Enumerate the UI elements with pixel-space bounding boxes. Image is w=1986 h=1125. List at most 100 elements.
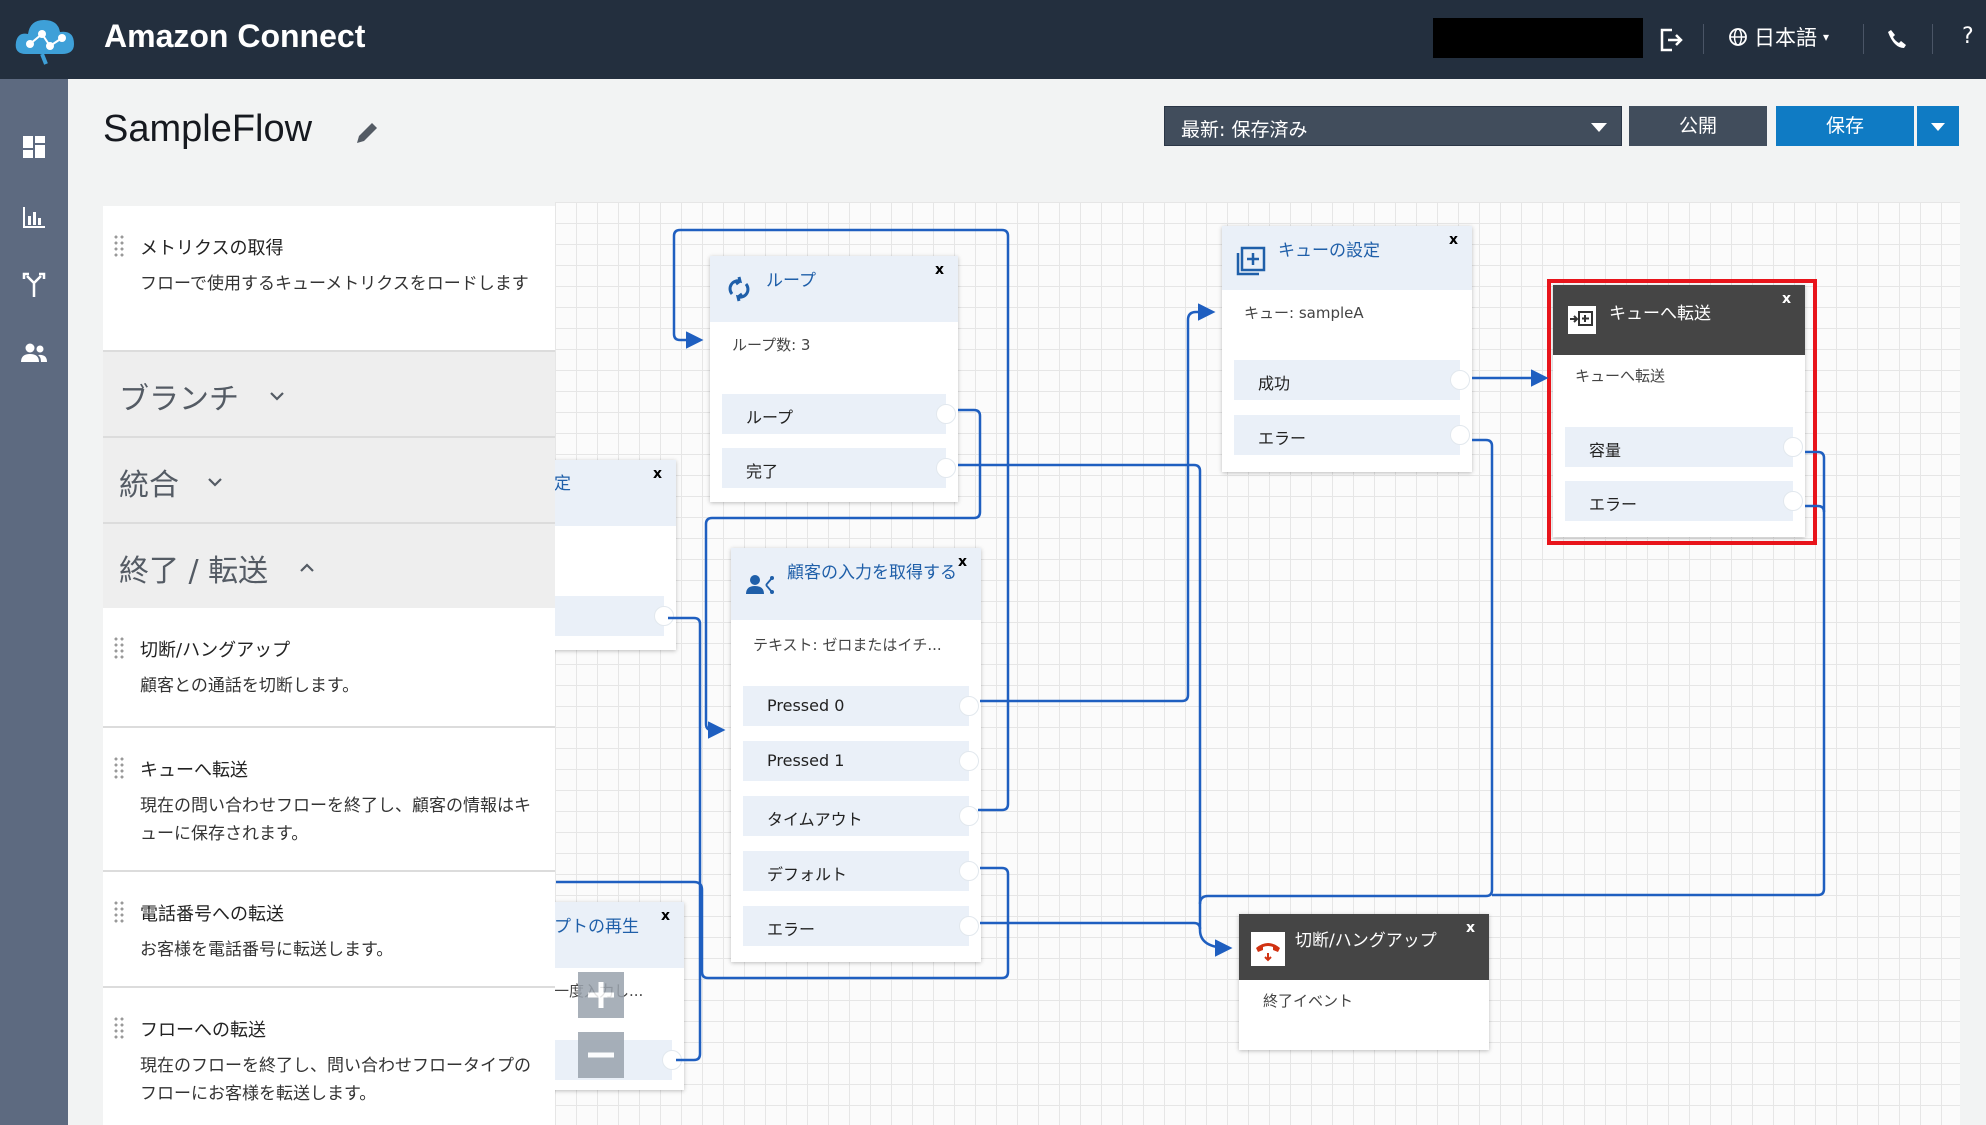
port-label: Pressed 1 <box>767 751 845 770</box>
block-item-transfer-phone[interactable]: 電話番号への転送 お客様を電話番号に転送します。 <box>103 872 555 986</box>
port-label: エラー <box>767 920 816 939</box>
block-item-name: 電話番号への転送 <box>140 904 284 925</box>
highlight-box <box>1547 279 1817 545</box>
phone-icon[interactable] <box>1886 28 1908 50</box>
block-title: ループ <box>766 271 816 291</box>
top-bar: Amazon Connect 日本語 ▾ ? <box>0 0 1986 79</box>
block-header: ループ x <box>710 256 958 322</box>
chevron-up-icon <box>300 563 314 572</box>
block-header: キューの設定 x <box>1222 226 1472 290</box>
port-connector[interactable] <box>936 458 956 478</box>
close-icon[interactable]: x <box>652 466 662 482</box>
caret-down-icon <box>1591 123 1607 132</box>
drag-handle-icon[interactable] <box>113 756 125 780</box>
port-complete: 完了 <box>722 448 956 488</box>
divider <box>103 986 555 988</box>
pencil-edit-icon[interactable] <box>352 118 382 148</box>
block-header: 顧客の入力を取得する x <box>731 548 981 620</box>
block-item-transfer-to-queue[interactable]: キューへ転送 現在の問い合わせフローを終了し、顧客の情報はキューに保存されます。 <box>103 728 555 870</box>
port-default: デフォルト <box>743 851 979 891</box>
port-connector[interactable] <box>959 916 979 936</box>
block-loop[interactable]: ループ x ループ数: 3 ループ 完了 <box>710 256 958 502</box>
block-subtitle: キューへ転送 <box>1575 367 1666 385</box>
drag-handle-icon[interactable] <box>113 636 125 660</box>
sign-out-icon[interactable] <box>1658 27 1684 53</box>
drag-handle-icon[interactable] <box>113 1016 125 1040</box>
metrics-chart-icon[interactable] <box>18 201 50 233</box>
caret-down-icon <box>1931 123 1945 131</box>
separator <box>1703 24 1704 54</box>
port-pressed-1: Pressed 1 <box>743 741 979 781</box>
category-integrate[interactable]: 統合 <box>103 438 555 522</box>
drag-handle-icon[interactable] <box>113 234 125 258</box>
port-connector[interactable] <box>959 806 979 826</box>
zoom-in-button[interactable] <box>578 972 624 1018</box>
port-error: エラー <box>1234 415 1470 455</box>
divider <box>103 350 555 352</box>
port-connector[interactable] <box>654 606 674 626</box>
category-terminate-transfer[interactable]: 終了 / 転送 <box>103 524 555 608</box>
block-subtitle: 終了イベント <box>1263 992 1354 1010</box>
port-connector[interactable] <box>959 696 979 716</box>
block-title: 定 <box>554 474 571 494</box>
category-label: ブランチ <box>119 382 239 417</box>
users-icon[interactable] <box>18 337 50 369</box>
port-connector[interactable] <box>936 404 956 424</box>
separator <box>1863 24 1864 54</box>
help-icon[interactable]: ? <box>1962 24 1974 49</box>
block-item-desc: フローで使用するキューメトリクスをロードします <box>140 274 529 294</box>
save-dropdown-button[interactable] <box>1917 106 1959 146</box>
category-branch[interactable]: ブランチ <box>103 352 555 436</box>
block-item-disconnect[interactable]: 切断/ハングアップ 顧客との通話を切断します。 <box>103 608 555 732</box>
block-subtitle: ループ数: 3 <box>732 336 811 354</box>
block-item-get-metrics[interactable]: メトリクスの取得 フローで使用するキューメトリクスをロードします <box>103 206 555 352</box>
block-header: 切断/ハングアップ x <box>1239 914 1489 980</box>
block-set-queue[interactable]: キューの設定 x キュー: sampleA 成功 エラー <box>1222 226 1472 472</box>
zoom-out-button[interactable] <box>578 1032 624 1078</box>
block-get-customer-input[interactable]: 顧客の入力を取得する x テキスト: ゼロまたはイチ... Pressed 0 … <box>731 548 981 962</box>
block-item-transfer-flow[interactable]: フローへの転送 現在のフローを終了し、問い合わせフロータイプのフローにお客様を転… <box>103 988 555 1125</box>
port-label: 成功 <box>1258 374 1291 393</box>
left-nav <box>0 79 68 1125</box>
port-connector[interactable] <box>959 751 979 771</box>
block-item-desc: 現在のフローを終了し、問い合わせフロータイプのフローにお客様を転送します。 <box>140 1056 531 1104</box>
close-icon[interactable]: x <box>660 908 670 924</box>
block-item-desc: 現在の問い合わせフローを終了し、顧客の情報はキューに保存されます。 <box>140 796 531 844</box>
close-icon[interactable]: x <box>1448 232 1458 248</box>
routing-icon[interactable] <box>18 269 50 301</box>
port-connector[interactable] <box>959 861 979 881</box>
block-disconnect[interactable]: 切断/ハングアップ x 終了イベント <box>1239 914 1489 1050</box>
port-loop: ループ <box>722 394 956 434</box>
transfer-queue-icon <box>1568 306 1596 334</box>
close-icon[interactable]: x <box>934 262 944 278</box>
port-success: 成功 <box>1234 360 1470 400</box>
save-button[interactable]: 保存 <box>1776 106 1914 146</box>
customer-input-icon <box>746 575 774 594</box>
port-connector[interactable] <box>662 1050 682 1070</box>
port-connector[interactable] <box>1450 425 1470 445</box>
port-connector[interactable] <box>1450 370 1470 390</box>
close-icon[interactable]: x <box>1781 291 1791 307</box>
flow-title: SampleFlow <box>103 108 313 150</box>
chevron-down-icon <box>270 392 284 401</box>
loop-icon <box>728 276 750 302</box>
amazon-connect-logo[interactable] <box>12 14 78 66</box>
port-label: デフォルト <box>767 865 848 884</box>
divider <box>103 726 555 728</box>
drag-handle-icon[interactable] <box>113 900 125 924</box>
port-label: 完了 <box>746 462 779 481</box>
port-label: ループ <box>746 408 794 427</box>
block-item-name: フローへの転送 <box>140 1020 266 1041</box>
block-item-name: キューへ転送 <box>140 760 248 781</box>
block-item-name: 切断/ハングアップ <box>140 640 291 661</box>
block-item-desc: お客様を電話番号に転送します。 <box>140 940 394 960</box>
version-select[interactable]: 最新: 保存済み <box>1164 106 1622 146</box>
language-selector[interactable]: 日本語 ▾ <box>1728 22 1829 52</box>
publish-button[interactable]: 公開 <box>1629 106 1767 146</box>
block-title: キューの設定 <box>1278 241 1380 261</box>
close-icon[interactable]: x <box>957 554 967 570</box>
close-icon[interactable]: x <box>1465 920 1475 936</box>
chevron-down-icon: ▾ <box>1823 30 1830 44</box>
block-item-desc: 顧客との通話を切断します。 <box>140 676 360 696</box>
dashboard-icon[interactable] <box>18 131 50 163</box>
